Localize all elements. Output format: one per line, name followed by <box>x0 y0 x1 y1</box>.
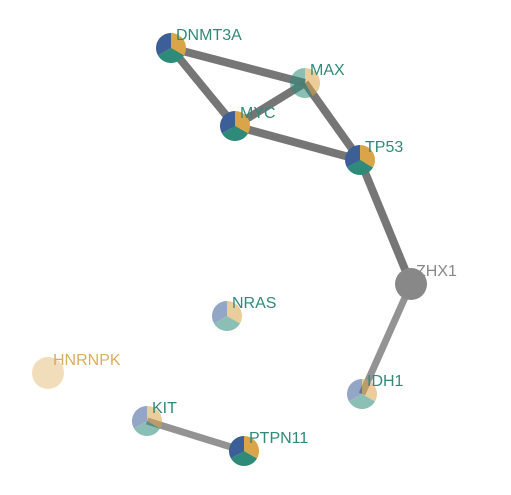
edge-dnmt3a-myc[interactable] <box>167 45 239 129</box>
node-zhx1[interactable] <box>395 268 427 300</box>
node-dnmt3a[interactable] <box>155 33 187 64</box>
node-hnrnpk[interactable] <box>32 357 64 389</box>
edge-dnmt3a-max[interactable] <box>169 44 307 87</box>
node-kit[interactable] <box>132 406 163 436</box>
node-idh1[interactable] <box>346 379 378 410</box>
node-label-tp53: TP53 <box>365 139 403 156</box>
node-label-hnrnpk: HNRNPK <box>53 352 121 369</box>
nodes-layer <box>32 33 427 467</box>
node-nras[interactable] <box>212 301 243 331</box>
node-max[interactable] <box>290 68 320 98</box>
edge-max-tp53[interactable] <box>301 80 364 163</box>
node-label-max: MAX <box>310 62 345 79</box>
node-label-zhx1: ZHX1 <box>416 263 457 280</box>
edge-zhx1-idh1[interactable] <box>358 282 415 396</box>
node-label-nras: NRAS <box>232 295 276 312</box>
edge-tp53-zhx1[interactable] <box>356 158 415 286</box>
node-label-myc: MYC <box>240 105 276 122</box>
node-myc[interactable] <box>220 111 251 142</box>
node-label-kit: KIT <box>152 400 177 417</box>
node-label-ptpn11: PTPN11 <box>249 430 308 447</box>
node-label-dnmt3a: DNMT3A <box>176 27 242 44</box>
node-tp53[interactable] <box>344 145 375 176</box>
node-ptpn11[interactable] <box>228 436 259 467</box>
edge-myc-tp53[interactable] <box>233 122 362 164</box>
edge-kit-ptpn11[interactable] <box>145 417 246 455</box>
node-label-idh1: IDH1 <box>367 373 404 390</box>
